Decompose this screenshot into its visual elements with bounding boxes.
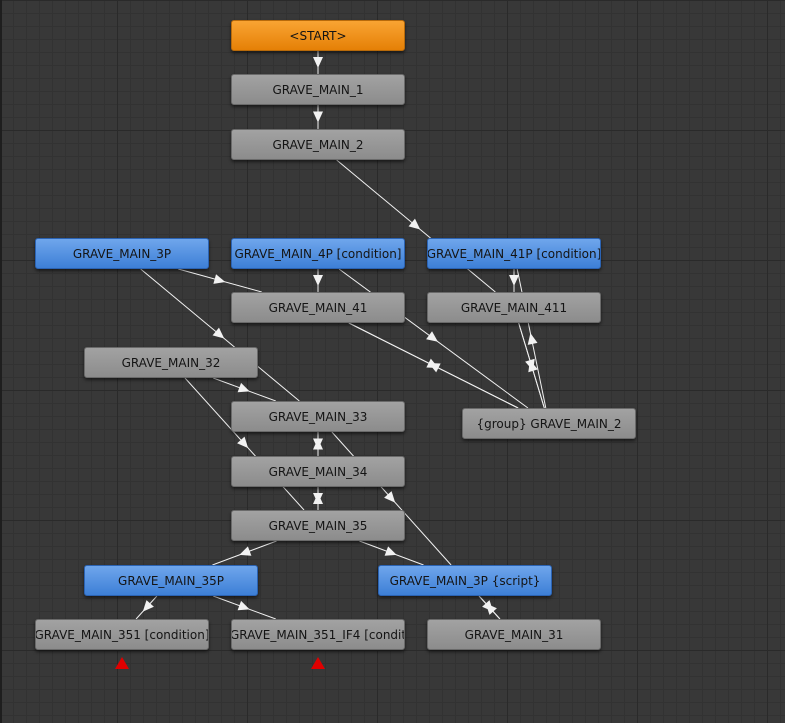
node-grave-main-351[interactable]: GRAVE_MAIN_351 [condition] bbox=[35, 619, 209, 650]
edge-arrowhead bbox=[237, 382, 250, 393]
node-label: GRAVE_MAIN_351 [condition] bbox=[35, 627, 209, 642]
node-label: GRAVE_MAIN_3P {script} bbox=[389, 573, 541, 588]
edge-arrowhead bbox=[239, 546, 252, 556]
edge-arrowhead bbox=[142, 600, 154, 612]
node-label: GRAVE_MAIN_351_IF4 [condit bbox=[231, 627, 405, 642]
edge-arrowhead bbox=[426, 331, 438, 342]
node-label: GRAVE_MAIN_35 bbox=[268, 518, 368, 533]
node-label: GRAVE_MAIN_34 bbox=[268, 464, 368, 479]
node-label: GRAVE_MAIN_41 bbox=[268, 300, 368, 315]
node-grave-main-411[interactable]: GRAVE_MAIN_411 bbox=[427, 292, 601, 323]
edge-arrowhead bbox=[313, 111, 323, 123]
edge-arrowhead bbox=[485, 603, 497, 615]
edge-arrowhead bbox=[428, 363, 441, 373]
node-label: GRAVE_MAIN_41P [condition] bbox=[427, 246, 601, 261]
end-marker-triangle bbox=[311, 657, 325, 669]
node-grave-main-32[interactable]: GRAVE_MAIN_32 bbox=[84, 347, 258, 378]
node-grave-main-41p[interactable]: GRAVE_MAIN_41P [condition] bbox=[427, 238, 601, 269]
node-grave-main-33[interactable]: GRAVE_MAIN_33 bbox=[231, 401, 405, 432]
node-grave-main-351-if4[interactable]: GRAVE_MAIN_351_IF4 [condit bbox=[231, 619, 405, 650]
edge-arrowhead bbox=[212, 327, 225, 339]
edge-arrowhead bbox=[313, 493, 323, 504]
node-grave-main-4p[interactable]: GRAVE_MAIN_4P [condition] bbox=[231, 238, 405, 269]
node-label: GRAVE_MAIN_1 bbox=[272, 82, 364, 97]
edge-arrowhead bbox=[408, 218, 421, 230]
node-grave-main-2[interactable]: GRAVE_MAIN_2 bbox=[231, 129, 405, 160]
end-marker-triangle bbox=[115, 657, 129, 669]
edge-arrowhead bbox=[313, 57, 323, 68]
node-label: {group} GRAVE_MAIN_2 bbox=[476, 416, 622, 431]
node-label: GRAVE_MAIN_4P [condition] bbox=[234, 246, 402, 261]
edge-arrowhead bbox=[213, 274, 226, 284]
edge-arrowhead bbox=[384, 546, 397, 556]
node-label: GRAVE_MAIN_33 bbox=[268, 409, 368, 424]
node-grave-main-34[interactable]: GRAVE_MAIN_34 bbox=[231, 456, 405, 487]
node-grave-main-3p-script[interactable]: GRAVE_MAIN_3P {script} bbox=[378, 565, 552, 596]
edge-arrowhead bbox=[527, 333, 538, 345]
node-label: GRAVE_MAIN_31 bbox=[464, 627, 564, 642]
node-start[interactable]: <START> bbox=[231, 20, 405, 51]
edge-arrowhead bbox=[237, 436, 249, 449]
edge-arrowhead bbox=[384, 491, 396, 503]
edge-arrowhead bbox=[509, 275, 519, 286]
node-label: GRAVE_MAIN_3P bbox=[72, 246, 172, 261]
node-grave-main-3p[interactable]: GRAVE_MAIN_3P bbox=[35, 238, 209, 269]
node-label: GRAVE_MAIN_411 bbox=[460, 300, 568, 315]
node-label: GRAVE_MAIN_2 bbox=[272, 137, 364, 152]
node-grave-main-1[interactable]: GRAVE_MAIN_1 bbox=[231, 74, 405, 105]
node-grave-main-35p[interactable]: GRAVE_MAIN_35P bbox=[84, 565, 258, 596]
node-label: GRAVE_MAIN_32 bbox=[121, 355, 221, 370]
node-group-grave-main-2[interactable]: {group} GRAVE_MAIN_2 bbox=[462, 408, 636, 439]
node-grave-main-31[interactable]: GRAVE_MAIN_31 bbox=[427, 619, 601, 650]
edge-arrowhead bbox=[313, 275, 323, 286]
node-grave-main-35[interactable]: GRAVE_MAIN_35 bbox=[231, 510, 405, 541]
node-grave-main-41[interactable]: GRAVE_MAIN_41 bbox=[231, 292, 405, 323]
edge-arrowhead bbox=[237, 600, 250, 611]
node-label: GRAVE_MAIN_35P bbox=[118, 573, 224, 588]
node-label: <START> bbox=[289, 28, 347, 43]
edge-arrowhead bbox=[525, 358, 535, 371]
